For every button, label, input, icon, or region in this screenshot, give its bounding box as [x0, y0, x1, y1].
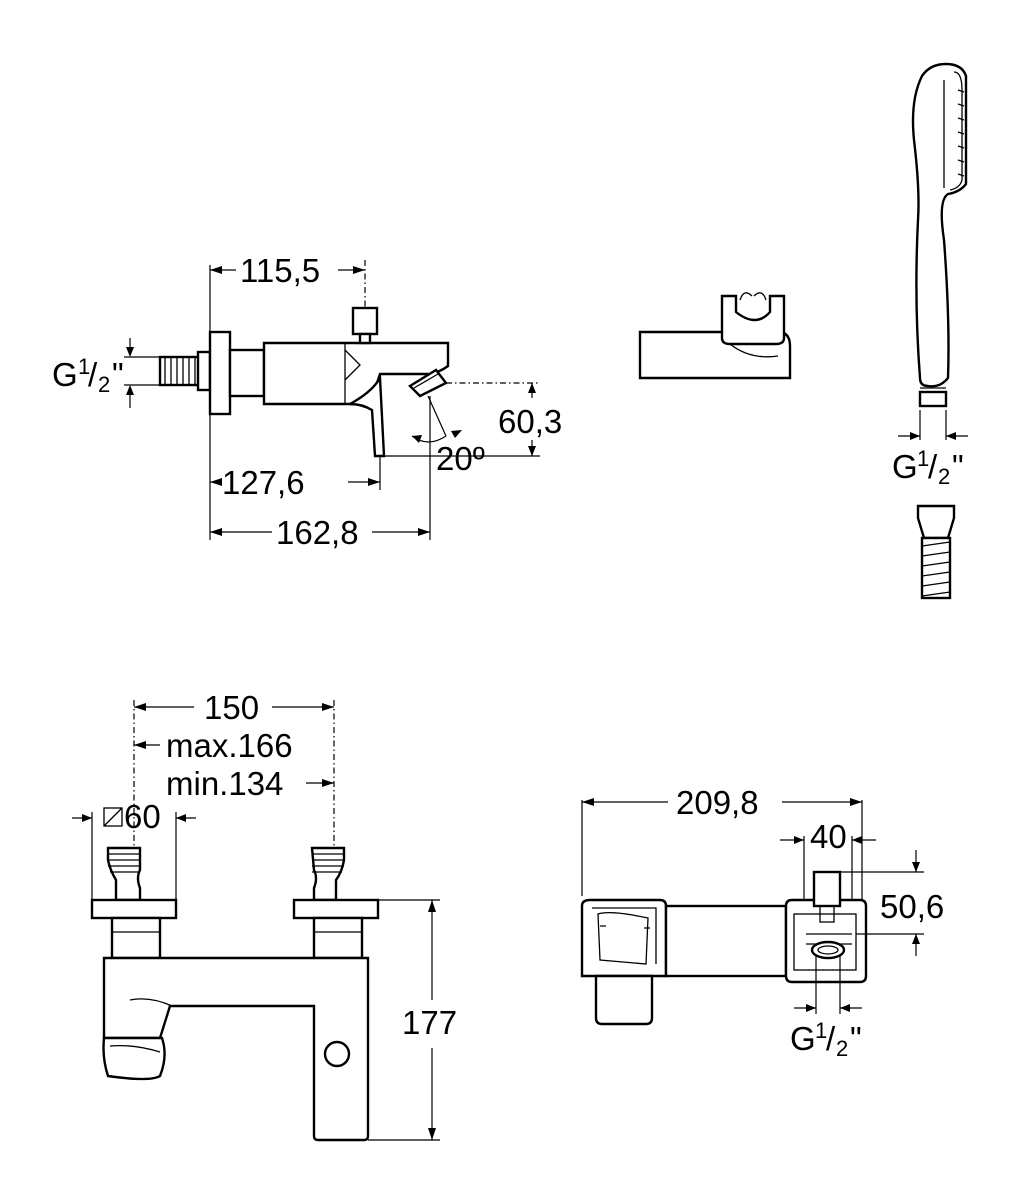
svg-text:/: / — [928, 448, 938, 485]
top-view-mixer — [580, 870, 868, 1026]
side-thread-label: G 1 / 2 " — [52, 354, 124, 397]
svg-text:/: / — [826, 1020, 836, 1057]
svg-text:G: G — [892, 448, 918, 485]
svg-text:2: 2 — [98, 372, 110, 397]
front-view-dimensions — [72, 700, 440, 1141]
top-dim-length-label: 209,8 — [676, 784, 759, 821]
svg-text:": " — [850, 1020, 862, 1057]
front-diameter-label: 60 — [103, 798, 161, 835]
side-dim-mid-label: 127,6 — [222, 464, 305, 501]
top-thread-label: G 1 / 2 " — [790, 1018, 862, 1061]
side-dim-height-label: 60,3 — [498, 403, 562, 440]
front-dim-height-label: 177 — [402, 1004, 457, 1041]
svg-text:": " — [952, 448, 964, 485]
top-dim-depth-label: 50,6 — [880, 888, 944, 925]
handshower — [911, 62, 968, 408]
diameter-icon — [103, 807, 123, 827]
top-view-dimensions — [581, 798, 924, 1014]
side-view-dimensions — [124, 260, 540, 540]
side-view-mixer — [158, 306, 450, 458]
side-dim-bottom-label: 162,8 — [276, 514, 359, 551]
svg-text:1: 1 — [917, 446, 929, 471]
svg-text:60: 60 — [124, 798, 161, 835]
svg-text:2: 2 — [938, 464, 950, 489]
front-dim-centers-label: 150 — [204, 689, 259, 726]
svg-text:1: 1 — [815, 1018, 827, 1043]
shower-hose — [916, 504, 956, 600]
front-dim-max-label: max.166 — [166, 727, 293, 764]
svg-text:2: 2 — [836, 1036, 848, 1061]
svg-text:1: 1 — [78, 354, 90, 379]
svg-text:": " — [112, 356, 124, 393]
top-dim-outlet-label: 40 — [810, 818, 847, 855]
shower-holder-bracket — [638, 292, 792, 380]
front-view-mixer — [90, 846, 380, 1142]
handshower-thread-dim — [898, 410, 968, 440]
side-dim-top-label: 115,5 — [240, 252, 320, 289]
svg-text:G: G — [790, 1020, 816, 1057]
side-angle-label: 20º — [436, 440, 485, 477]
front-dim-min-label: min.134 — [166, 765, 283, 802]
handshower-thread-label: G 1 / 2 " — [892, 446, 964, 489]
svg-text:G: G — [52, 356, 78, 393]
svg-text:/: / — [88, 356, 98, 393]
